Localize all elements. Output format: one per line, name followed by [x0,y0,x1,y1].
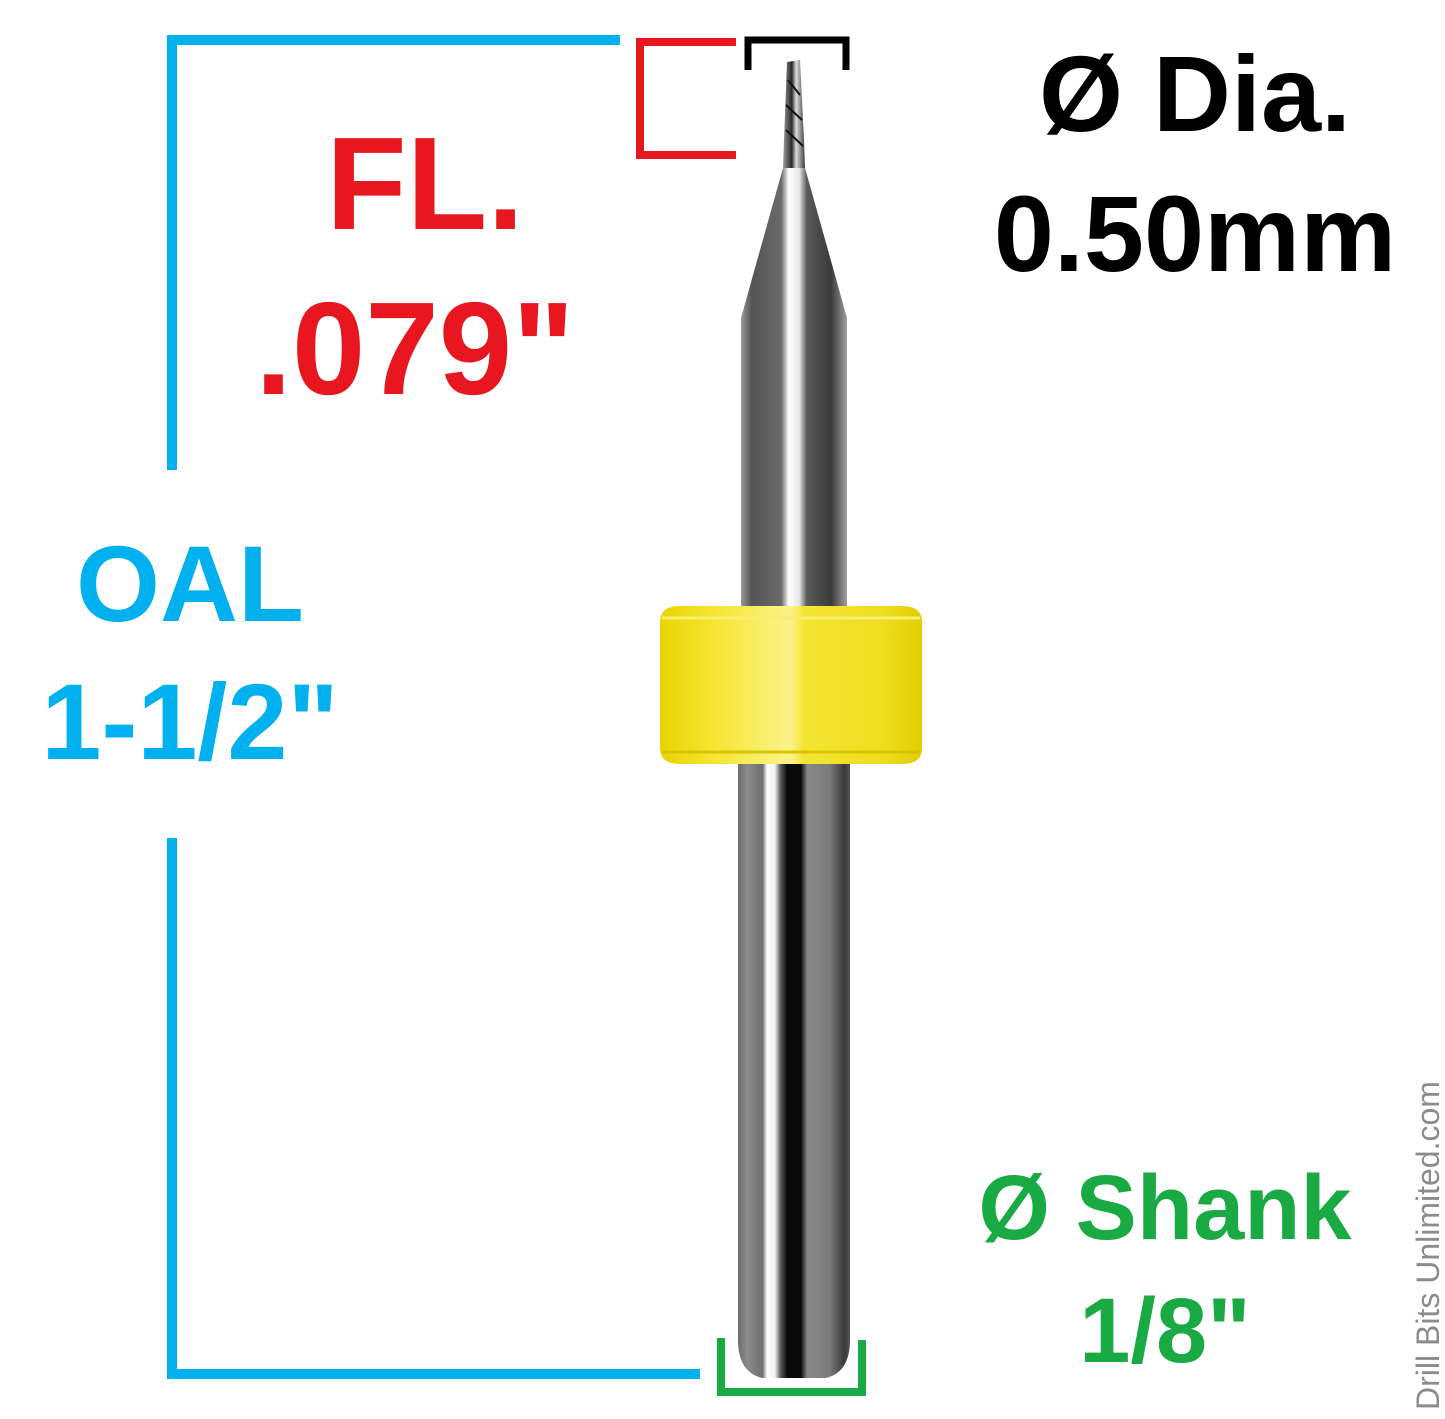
stop-collar [660,606,922,764]
flute-spiral [785,79,804,147]
shank-diameter-title: Ø Shank [978,1157,1352,1259]
shank-diameter-value: 1/8" [1079,1280,1251,1382]
overall-length-title: OAL [76,523,304,644]
flute-length-bracket [636,38,736,159]
flute-length-title: FL. [326,110,524,257]
overall-length-value: 1-1/2" [41,661,339,782]
oal-bracket-bottom [167,838,700,1379]
end-mill [660,60,922,1378]
diameter-title: Ø Dia. [1038,33,1352,154]
taper [741,168,847,318]
watermark-text: Drill Bits Unlimited.com [1410,1081,1445,1410]
collar-body [660,606,922,764]
upper-shank [741,318,847,610]
oal-bracket [167,35,700,1379]
flute-length-value: .079" [255,275,575,422]
diameter-bracket [744,36,850,70]
lower-shank [738,760,850,1378]
oal-bracket-top [167,35,620,470]
flute-tip [783,60,805,168]
diameter-value: 0.50mm [993,173,1397,294]
shank-bracket [717,1338,866,1396]
